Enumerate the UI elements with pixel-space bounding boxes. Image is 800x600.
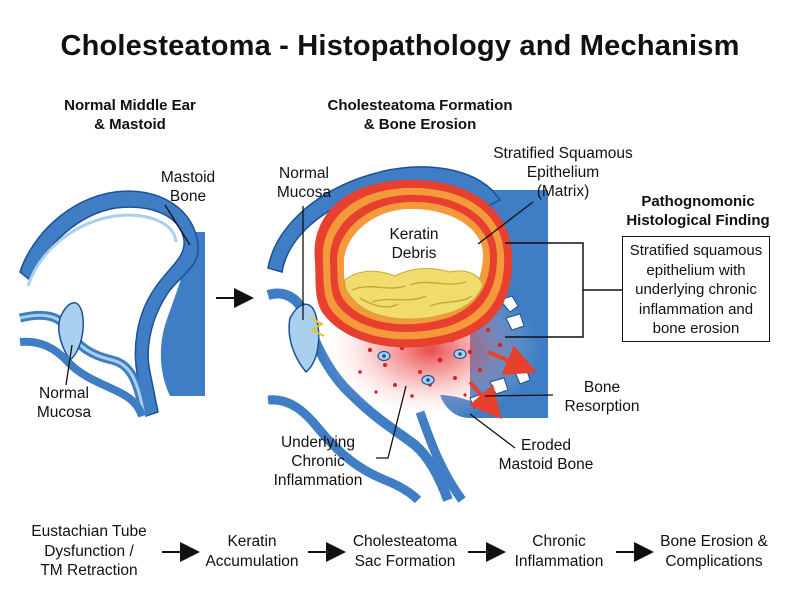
flow-step-3: Cholesteatoma Sac Formation bbox=[352, 533, 458, 570]
middle-mucosa-label: Normal Mucosa bbox=[276, 165, 332, 201]
flow-step-1: Eustachian Tube Dysfunction / TM Retract… bbox=[31, 523, 147, 579]
finding-bracket bbox=[505, 242, 622, 338]
flow-step-5: Bone Erosion & Complications bbox=[660, 533, 768, 570]
inflammation-label: Underlying Chronic Inflammation bbox=[273, 434, 363, 489]
page-title: Cholesteatoma - Histopathology and Mecha… bbox=[60, 30, 740, 62]
middle-mucosa-shape bbox=[288, 303, 320, 374]
keratin-debris bbox=[344, 268, 484, 320]
epithelium-label: Stratified Squamous Epithelium (Matrix) bbox=[493, 145, 633, 200]
finding-heading: Pathognomonic Histological Finding bbox=[626, 193, 770, 229]
flow-step-4: Chronic Inflammation bbox=[514, 533, 604, 570]
inflammatory-cells bbox=[377, 348, 467, 386]
normal-mucosa-label: Normal Mucosa bbox=[36, 385, 92, 421]
resorption-arrow-2 bbox=[468, 380, 502, 420]
keratin-debris-label: Keratin Debris bbox=[389, 226, 439, 262]
resorption-arrow-1 bbox=[487, 345, 538, 375]
middle-ear-outer-wall bbox=[19, 190, 199, 417]
mastoid-bone-label: Mastoid Bone bbox=[160, 169, 216, 205]
cholesteatoma-outer-wall bbox=[267, 166, 502, 273]
normal-panel-heading: Normal Middle Ear & Mastoid bbox=[64, 97, 196, 133]
cholesteatoma-drawing bbox=[266, 166, 622, 504]
eroded-bone-label: Eroded Mastoid Bone bbox=[498, 437, 594, 473]
finding-box: Stratified squamous epithelium with unde… bbox=[622, 236, 770, 342]
mastoid-bone-block bbox=[160, 232, 205, 396]
formation-panel-heading: Cholesteatoma Formation & Bone Erosion bbox=[327, 97, 513, 133]
normal-ear-drawing bbox=[18, 190, 205, 418]
normal-mucosa-shape bbox=[58, 302, 84, 362]
bone-resorption-label: Bone Resorption bbox=[564, 379, 640, 415]
flow-step-2: Keratin Accumulation bbox=[205, 533, 299, 570]
